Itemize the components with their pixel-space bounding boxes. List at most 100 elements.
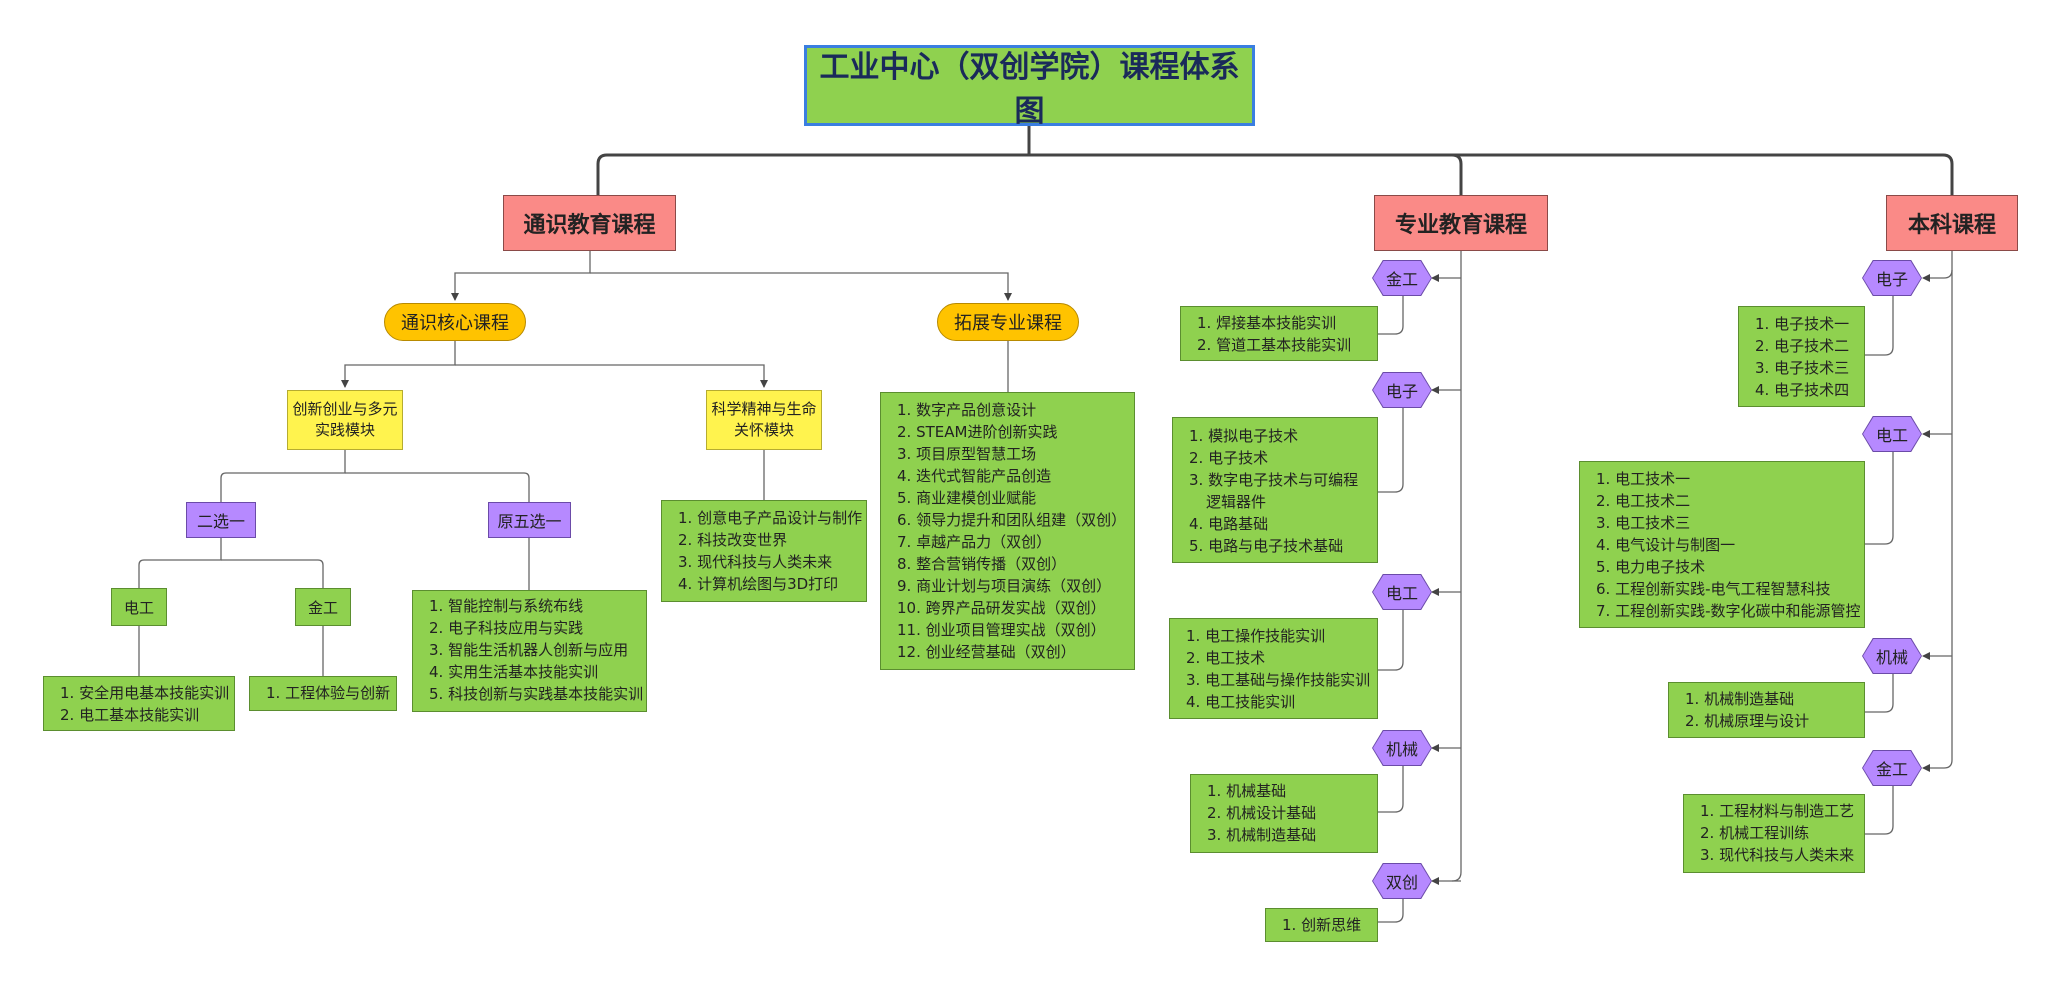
list-item: 2. 机械设计基础 [1207, 804, 1317, 822]
list-item: 1. 智能控制与系统布线 [429, 597, 584, 615]
list-item: 4. 电路基础 [1189, 515, 1269, 533]
list-item: 2. STEAM进阶创新实践 [897, 423, 1058, 441]
list-item: 3. 项目原型智慧工场 [897, 445, 1037, 463]
list-item: 8. 整合营销传播（双创） [897, 555, 1067, 573]
major-group-dian-zi: 电子 [1373, 373, 1431, 407]
list-item: 6. 领导力提升和团队组建（双创） [897, 511, 1127, 529]
list-item: 6. 工程创新实践-电气工程智慧科技 [1596, 580, 1831, 598]
list-item: 3. 现代科技与人类未来 [678, 553, 833, 571]
list-major-shuang-chuang: 1. 创新思维 [1265, 908, 1378, 942]
list-item: 3. 电工基础与操作技能实训 [1186, 671, 1371, 689]
extended-course-pill: 拓展专业课程 [937, 303, 1079, 341]
list-major-jin-gong: 1. 焊接基本技能实训 2. 管道工基本技能实训 [1180, 306, 1378, 361]
list-item: 1. 工程体验与创新 [266, 684, 391, 702]
list-item: 1. 创新思维 [1282, 916, 1362, 934]
list-item: 3. 电工技术三 [1596, 514, 1691, 532]
general-to-core-line [451, 250, 591, 301]
list-item: 1. 数字产品创意设计 [897, 401, 1037, 419]
list-item: 3. 数字电子技术与可编程逻辑器件 [1189, 471, 1359, 511]
list-item: 1. 安全用电基本技能实训 [60, 684, 230, 702]
choice-two-one: 二选一 [186, 502, 256, 538]
list-item: 3. 机械制造基础 [1207, 826, 1317, 844]
list-item: 2. 电工技术二 [1596, 492, 1691, 510]
list-item: 1. 工程材料与制造工艺 [1700, 802, 1855, 820]
list-major-dian-zi: 1. 模拟电子技术 2. 电子技术 3. 数字电子技术与可编程逻辑器件 4. 电… [1172, 417, 1378, 563]
list-item: 1. 焊接基本技能实训 [1197, 314, 1337, 332]
undergrad-group-jin-gong: 金工 [1863, 751, 1921, 785]
list-item: 5. 科技创新与实践基本技能实训 [429, 685, 644, 703]
list-item: 5. 电路与电子技术基础 [1189, 537, 1344, 555]
list-jin-gong-courses: 1. 工程体验与创新 [249, 676, 397, 711]
core-to-module2-line [455, 364, 768, 388]
diagram-title: 工业中心（双创学院）课程体系图 [804, 45, 1255, 129]
core-to-module1-line [341, 340, 456, 388]
core-course-pill: 通识核心课程 [384, 303, 526, 341]
list-item: 10. 跨界产品研发实战（双创） [897, 599, 1106, 617]
list-item: 7. 卓越产品力（双创） [897, 533, 1052, 551]
list-item: 2. 电子科技应用与实践 [429, 619, 584, 637]
list-item: 5. 电力电子技术 [1596, 558, 1706, 576]
list-item: 2. 电子技术二 [1755, 337, 1850, 355]
list-undergrad-ji-xie: 1. 机械制造基础 2. 机械原理与设计 [1668, 682, 1865, 738]
list-item: 12. 创业经营基础（双创） [897, 643, 1076, 661]
list-item: 1. 模拟电子技术 [1189, 427, 1299, 445]
list-item: 4. 计算机绘图与3D打印 [678, 575, 839, 593]
choice-five-one: 原五选一 [488, 502, 571, 538]
root-connector [596, 126, 1954, 200]
list-item: 11. 创业项目管理实战（双创） [897, 621, 1106, 639]
choice1-to-jg-line [221, 559, 324, 588]
list-item: 1. 电子技术一 [1755, 315, 1850, 333]
list-dian-gong-courses: 1. 安全用电基本技能实训 2. 电工基本技能实训 [43, 676, 235, 731]
list-item: 5. 商业建模创业赋能 [897, 489, 1037, 507]
list-item: 4. 实用生活基本技能实训 [429, 663, 599, 681]
undergrad-group-dian-gong: 电工 [1863, 417, 1921, 451]
list-item: 4. 迭代式智能产品创造 [897, 467, 1052, 485]
list-item: 3. 电子技术三 [1755, 359, 1850, 377]
module1-to-choice1-line [220, 450, 346, 502]
list-item: 2. 电工技术 [1186, 649, 1266, 667]
list-item: 9. 商业计划与项目演练（双创） [897, 577, 1112, 595]
list-undergrad-dian-zi: 1. 电子技术一 2. 电子技术二 3. 电子技术三 4. 电子技术四 [1738, 306, 1865, 407]
list-major-dian-gong: 1. 电工操作技能实训 2. 电工技术 3. 电工基础与操作技能实训 4. 电工… [1169, 618, 1378, 719]
undergrad-group-dian-zi: 电子 [1863, 261, 1921, 295]
module1-to-choice2-line [345, 472, 530, 502]
major-group-ji-xie: 机械 [1373, 731, 1431, 765]
choice1-to-dg-line [138, 538, 222, 588]
list-item: 2. 电工基本技能实训 [60, 706, 200, 724]
major-group-shuang-chuang: 双创 [1373, 864, 1431, 898]
general-to-extended-line [590, 272, 1012, 301]
list-item: 4. 电工技能实训 [1186, 693, 1296, 711]
list-item: 2. 机械工程训练 [1700, 824, 1810, 842]
list-five-one-courses: 1. 智能控制与系统布线 2. 电子科技应用与实践 3. 智能生活机器人创新与应… [412, 590, 647, 712]
list-science-courses: 1. 创意电子产品设计与制作 2. 科技改变世界 3. 现代科技与人类未来 4.… [661, 500, 867, 602]
list-item: 1. 创意电子产品设计与制作 [678, 509, 863, 527]
list-item: 2. 机械原理与设计 [1685, 712, 1810, 730]
list-item: 2. 电子技术 [1189, 449, 1269, 467]
major-group-dian-gong: 电工 [1373, 575, 1431, 609]
list-undergrad-jin-gong: 1. 工程材料与制造工艺 2. 机械工程训练 3. 现代科技与人类未来 [1683, 794, 1865, 873]
sub-jin-gong: 金工 [295, 588, 351, 626]
undergrad-group-ji-xie: 机械 [1863, 639, 1921, 673]
module-innovation: 创新创业与多元实践模块 [287, 390, 403, 450]
list-major-ji-xie: 1. 机械基础 2. 机械设计基础 3. 机械制造基础 [1190, 774, 1378, 853]
module-science: 科学精神与生命关怀模块 [706, 390, 822, 450]
list-item: 4. 电子技术四 [1755, 381, 1850, 399]
list-item: 7. 工程创新实践-数字化碳中和能源管控 [1596, 602, 1861, 620]
major-group-jin-gong: 金工 [1373, 261, 1431, 295]
list-undergrad-dian-gong: 1. 电工技术一 2. 电工技术二 3. 电工技术三 4. 电气设计与制图一 5… [1579, 461, 1865, 628]
list-item: 1. 电工技术一 [1596, 470, 1691, 488]
list-item: 4. 电气设计与制图一 [1596, 536, 1736, 554]
list-item: 1. 电工操作技能实训 [1186, 627, 1326, 645]
list-item: 1. 机械制造基础 [1685, 690, 1795, 708]
list-item: 2. 科技改变世界 [678, 531, 788, 549]
category-major: 专业教育课程 [1374, 195, 1548, 251]
list-item: 1. 机械基础 [1207, 782, 1287, 800]
sub-dian-gong: 电工 [111, 588, 167, 626]
category-undergrad: 本科课程 [1886, 195, 2018, 251]
list-item: 3. 现代科技与人类未来 [1700, 846, 1855, 864]
category-general: 通识教育课程 [503, 195, 676, 251]
list-item: 2. 管道工基本技能实训 [1197, 336, 1352, 354]
list-extended-courses: 1. 数字产品创意设计 2. STEAM进阶创新实践 3. 项目原型智慧工场 4… [880, 392, 1135, 670]
list-item: 3. 智能生活机器人创新与应用 [429, 641, 629, 659]
